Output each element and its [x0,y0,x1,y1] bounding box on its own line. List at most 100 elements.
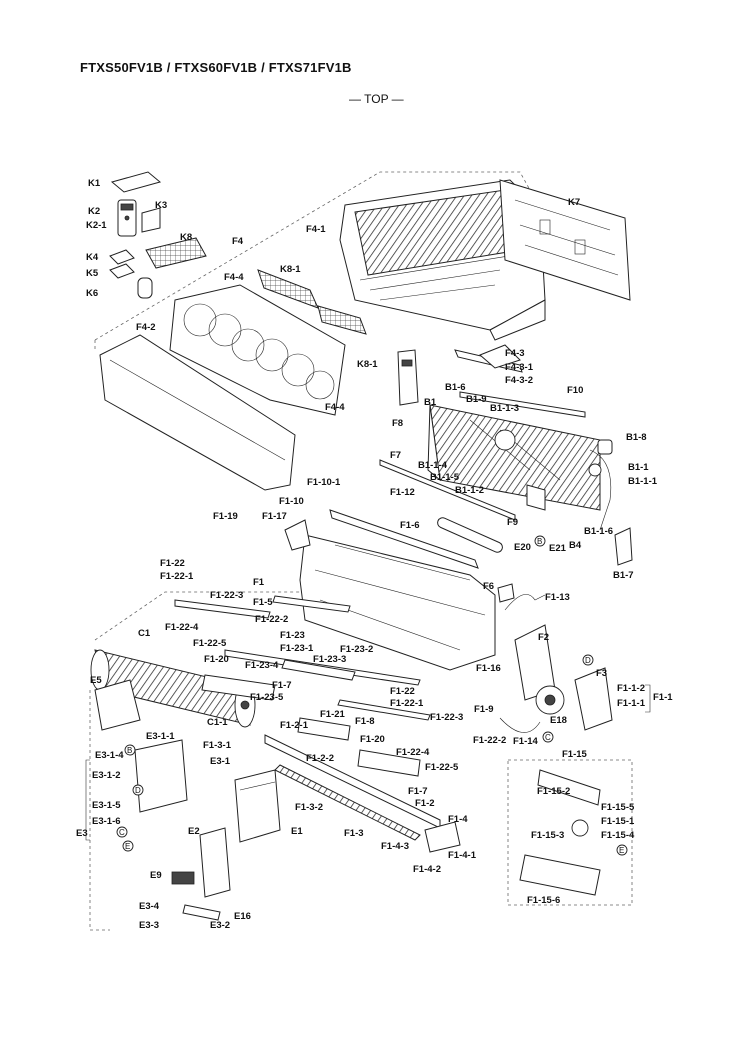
label-f6: F6 [483,581,494,592]
label-e3-2: E3-2 [210,920,230,931]
label-b4: B4 [569,540,582,551]
label-e16: E16 [234,911,251,922]
terminal-block-e9 [171,871,195,885]
label-f1-4-1: F1-4-1 [448,850,477,861]
label-f4-4-upper: F4-4 [224,272,244,283]
label-e5: E5 [90,675,102,686]
label-f1-22-3-upper: F1-22-3 [210,590,243,601]
link-f1-20-lower [357,749,421,777]
main-frame-f1 [299,509,496,671]
svg-text:E: E [125,842,130,851]
heat-exchanger-b1 [427,404,601,511]
label-f1-15-6: F1-15-6 [527,895,560,906]
part-k4 [109,249,135,265]
orientation-label: — TOP — [349,92,404,106]
label-f1-14: F1-14 [513,736,539,747]
louvre-f1-23 [224,649,431,721]
label-f1-15-4: F1-15-4 [601,830,635,841]
label-f1-10: F1-10 [279,496,304,507]
mounting-plate-k7 [499,179,631,301]
link-f1-20-upper [201,674,276,701]
label-f1-10-1: F1-10-1 [307,477,341,488]
pipe-assembly-b1-1 [588,439,613,531]
remote-holder-k1 [110,171,162,193]
label-b1-1-2: B1-1-2 [455,485,484,496]
display-unit-f8 [397,349,419,406]
cross-flow-fan-c1 [90,649,256,728]
label-f1-7-upper: F1-7 [272,680,292,691]
label-f1-13: F1-13 [545,592,570,603]
svg-text:D: D [585,656,591,665]
label-f1-2-1: F1-2-1 [280,720,309,731]
label-f4-2: F4-2 [136,322,156,333]
label-f1-4-3: F1-4-3 [381,841,409,852]
label-b1-9: B1-9 [466,394,487,405]
svg-text:D: D [135,786,141,795]
e3-group-brace [85,759,90,841]
label-f1-23-2: F1-23-2 [340,644,373,655]
label-k8: K8 [180,232,192,243]
hose-f1-13 [504,594,546,611]
label-b1-8: B1-8 [626,432,647,443]
fan-motor-e18 [535,685,565,715]
housing-f1-15-6 [519,854,601,896]
label-e3-1-2: E3-1-2 [92,770,121,781]
label-e20: E20 [514,542,531,553]
svg-text:C: C [119,828,125,837]
part-f6 [497,583,515,603]
label-b1-1-6: B1-1-6 [584,526,613,537]
cover-b1-7 [614,527,633,566]
label-b1-7: B1-7 [613,570,634,581]
label-f1-20-upper: F1-20 [204,654,229,665]
part-f4-3 [454,344,523,373]
label-b1-1: B1-1 [628,462,649,473]
label-k8-1-lower: K8-1 [357,359,378,370]
svg-text:E: E [619,846,624,855]
label-f1-4-2: F1-4-2 [413,864,441,875]
f1-1-group-brace [645,684,651,713]
label-k6: K6 [86,288,98,299]
label-f8: F8 [392,418,403,429]
part-e3-2 [182,904,221,921]
model-title: FTXS50FV1B / FTXS60FV1B / FTXS71FV1B [80,60,352,75]
label-f4-3-2: F4-3-2 [505,375,533,386]
label-f1-22-upper: F1-22 [160,558,185,569]
label-b1-1-5: B1-1-5 [430,472,460,483]
label-e2: E2 [188,826,200,837]
label-f1-22-4-lower: F1-22-4 [396,747,430,758]
label-f1-22-5-upper: F1-22-5 [193,638,227,649]
link-f1-21 [297,717,351,741]
label-f1-23-1: F1-23-1 [280,643,314,654]
label-e3-1-1: E3-1-1 [146,731,175,742]
label-f1-23-3: F1-23-3 [313,654,346,665]
control-box-e3-1 [134,739,188,813]
label-f1-20-lower: F1-20 [360,734,385,745]
svg-text:C: C [545,733,551,742]
louvre-f1-22-2-upper [272,595,351,613]
air-filter-f4-4 [169,284,346,416]
group-outline-f1 [94,591,300,641]
label-e3-3: E3-3 [139,920,159,931]
label-f1-1: F1-1 [653,692,673,703]
label-f1-1-1: F1-1-1 [617,698,646,709]
label-b1-1-4: B1-1-4 [418,460,448,471]
label-f4-3-1: F4-3-1 [505,362,534,373]
pcb-e2 [199,827,231,898]
front-grille-f4-1 [339,179,546,341]
label-f2: F2 [538,632,549,643]
control-box-cover-e5 [94,679,141,731]
label-f1-4: F1-4 [448,814,468,825]
label-k8-1-upper: K8-1 [280,264,301,275]
label-f1-2: F1-2 [415,798,435,809]
bracket-k3 [141,207,161,233]
label-c1-1: C1-1 [207,717,228,728]
label-e3-4: E3-4 [139,901,160,912]
part-f9 [526,484,546,511]
label-f3: F3 [596,668,607,679]
label-b1-1-1: B1-1-1 [628,476,658,487]
label-e21: E21 [549,543,567,554]
control-box-e1 [234,769,281,843]
part-f1-4 [424,821,461,853]
connector-markers: B D C B D C E E [116,535,628,856]
